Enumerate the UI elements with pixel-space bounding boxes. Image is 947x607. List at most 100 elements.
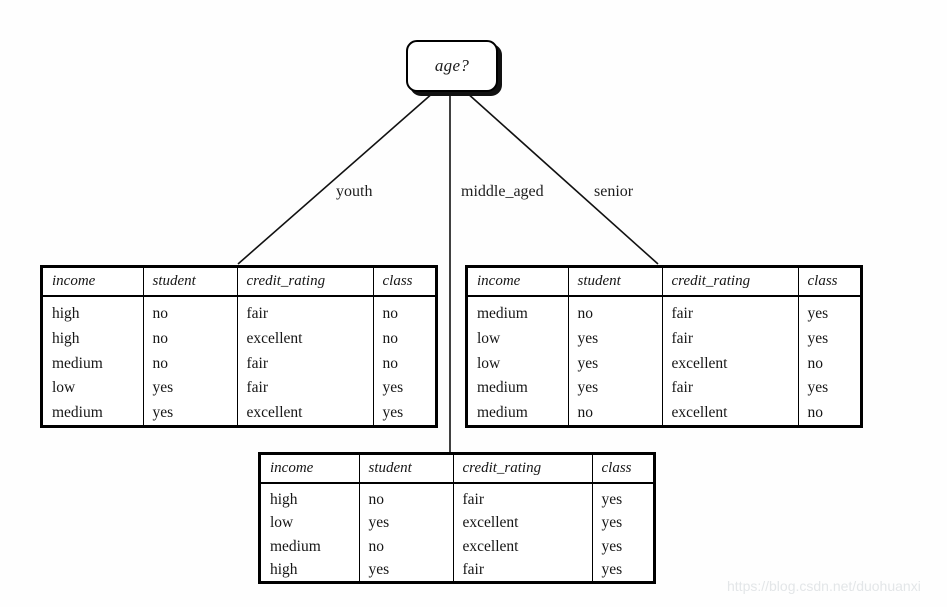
- root-node-label: age?: [434, 56, 470, 75]
- column-header-class: class: [373, 268, 435, 297]
- table-cell: high: [43, 326, 144, 351]
- table-cell: low: [468, 350, 569, 376]
- table-cell: low: [261, 511, 360, 535]
- table-cell: fair: [453, 557, 593, 581]
- table-cell: no: [143, 296, 238, 327]
- table-cell: medium: [261, 534, 360, 558]
- table-cell: low: [43, 375, 144, 401]
- table-cell: medium: [468, 400, 569, 425]
- table-cell: excellent: [237, 326, 374, 351]
- table-cell: high: [261, 557, 360, 581]
- table-cell: yes: [382, 379, 404, 397]
- table-cell: low: [468, 326, 569, 351]
- column-header-class: class: [798, 268, 860, 297]
- table-cell: excellent: [237, 400, 374, 425]
- table-cell: yes: [807, 329, 829, 347]
- table-cell: fair: [662, 375, 799, 401]
- table-cell: yes: [359, 511, 454, 535]
- table-cell: no: [382, 305, 399, 323]
- edge-label-senior: senior: [594, 183, 634, 200]
- table-cell: yes: [601, 491, 623, 509]
- table-cell: high: [261, 483, 360, 512]
- table-cell: fair: [237, 375, 374, 401]
- table-cell: no: [143, 326, 238, 351]
- column-header-credit_rating: credit_rating: [662, 268, 799, 297]
- table-cell: no: [568, 296, 663, 327]
- edge-label-youth: youth: [336, 183, 373, 200]
- table-cell: yes: [601, 560, 623, 578]
- table-cell: high: [43, 296, 144, 327]
- table-cell: yes: [359, 557, 454, 581]
- table-cell: medium: [43, 350, 144, 376]
- table-cell: fair: [662, 326, 799, 351]
- table-cell: fair: [237, 296, 374, 327]
- table-cell: medium: [468, 375, 569, 401]
- table-cell: no: [359, 483, 454, 512]
- column-header-student: student: [359, 455, 454, 484]
- table-cell: yes: [601, 514, 623, 532]
- column-header-income: income: [468, 268, 569, 297]
- table-cell: no: [807, 404, 824, 422]
- column-header-student: student: [568, 268, 663, 297]
- table-cell: excellent: [662, 400, 799, 425]
- edge-label-middle-aged: middle_aged: [461, 183, 544, 200]
- table-cell: no: [143, 350, 238, 376]
- table-cell: yes: [807, 379, 829, 397]
- table-cell: no: [807, 354, 824, 372]
- column-header-credit_rating: credit_rating: [237, 268, 374, 297]
- column-header-class: class: [592, 455, 653, 484]
- column-header-credit_rating: credit_rating: [453, 455, 593, 484]
- table-cell: yes: [382, 404, 404, 422]
- table-cell: fair: [453, 483, 593, 512]
- edge-line-youth: [237, 91, 435, 265]
- table-cell: fair: [662, 296, 799, 327]
- table-cell: medium: [43, 400, 144, 425]
- table-cell: no: [359, 534, 454, 558]
- table-cell: no: [382, 329, 399, 347]
- source-watermark: https://blog.csdn.net/duohuanxi: [727, 578, 921, 594]
- table-cell: yes: [568, 326, 663, 351]
- column-header-income: income: [43, 268, 144, 297]
- column-header-income: income: [261, 455, 360, 484]
- column-header-student: student: [143, 268, 238, 297]
- table-cell: no: [568, 400, 663, 425]
- table-cell: yes: [568, 375, 663, 401]
- table-cell: yes: [143, 375, 238, 401]
- table-cell: fair: [237, 350, 374, 376]
- edge-line-senior: [465, 91, 659, 265]
- root-decision-node[interactable]: age?: [406, 40, 498, 92]
- table-cell: no: [382, 354, 399, 372]
- table-cell: yes: [601, 537, 623, 555]
- table-cell: yes: [143, 400, 238, 425]
- table-cell: medium: [468, 296, 569, 327]
- table-cell: yes: [807, 305, 829, 323]
- table-cell: excellent: [453, 534, 593, 558]
